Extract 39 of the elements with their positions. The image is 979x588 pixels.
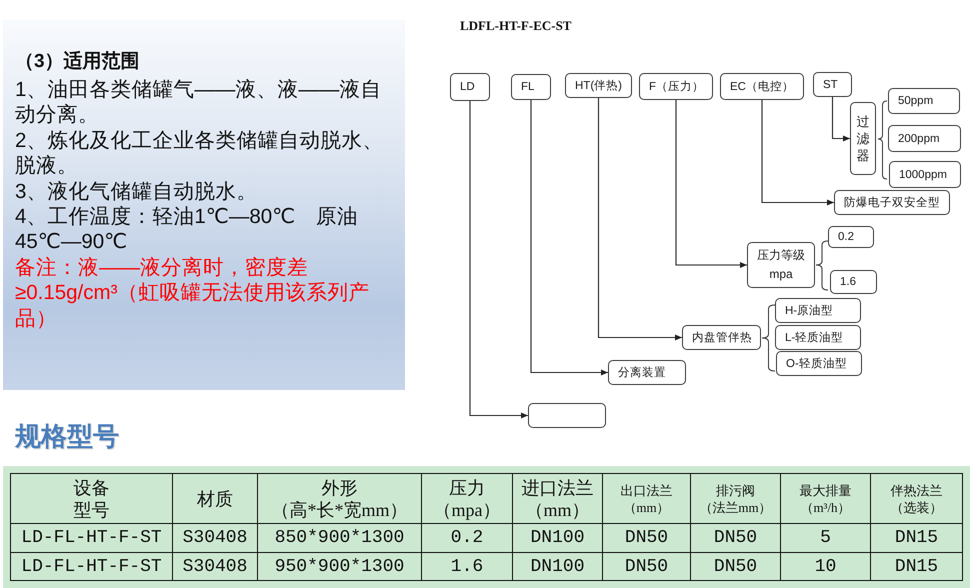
list-item: 1、油田各类储罐气——液、液——液自动分离。 — [15, 77, 382, 128]
option-box: 1.6 — [830, 270, 877, 294]
option-box: H-原油型 — [775, 298, 861, 323]
blank-box — [528, 403, 606, 428]
connector-arrow — [530, 100, 608, 376]
code-box: EC（电控） — [720, 73, 804, 100]
option-box: O-轻质油型 — [776, 351, 862, 376]
table-cell: LD-FL-HT-F-ST — [10, 552, 173, 581]
connector-arrow — [675, 100, 747, 268]
connector-arrow — [832, 97, 850, 142]
option-box: 1000ppm — [889, 161, 961, 188]
option-box: 0.2 — [828, 226, 874, 248]
option-box: L-轻质油型 — [775, 325, 861, 350]
option-box: 内盘管伴热 — [682, 325, 761, 350]
text-panel — [3, 20, 405, 390]
connector-arrow — [469, 101, 528, 418]
option-box: 50ppm — [888, 88, 960, 114]
vertical-text-box: 过滤器 — [850, 102, 876, 175]
code-box: HT(伴热) — [565, 73, 632, 98]
list-item: 2、炼化及化工企业各类储罐自动脱水、脱液。 — [15, 128, 384, 179]
code-box: LD — [450, 73, 490, 101]
list-item: 4、工作温度：轻油1℃—80℃ 原油45℃—90℃ — [15, 204, 360, 255]
option-box: 200ppm — [888, 125, 961, 152]
connector-arrow — [761, 100, 834, 206]
note-text: 备注：液——液分离时，密度差≥0.15g/cm³（虹吸罐无法使用该系列产品） — [15, 254, 370, 332]
code-box: FL — [511, 74, 551, 100]
diagram-title: LDFL-HT-F-EC-ST — [460, 18, 572, 34]
table-cell: DN15 — [870, 552, 963, 581]
option-box: 防爆电子双安全型 — [834, 190, 950, 215]
table-heading: 规格型号 — [15, 420, 119, 453]
option-box: 分离装置 — [608, 360, 686, 385]
section-heading: （3）适用范围 — [15, 50, 141, 74]
connector-arrow — [598, 98, 682, 340]
option-box: 压力等级 mpa — [747, 242, 815, 288]
list-item: 3、液化气储罐自动脱水。 — [15, 178, 258, 204]
header-cell: 伴热法兰（选装） — [870, 473, 963, 524]
code-box: ST — [813, 72, 852, 97]
header-cell: 设备型号 — [10, 473, 173, 524]
code-box: F（压力） — [639, 73, 713, 100]
